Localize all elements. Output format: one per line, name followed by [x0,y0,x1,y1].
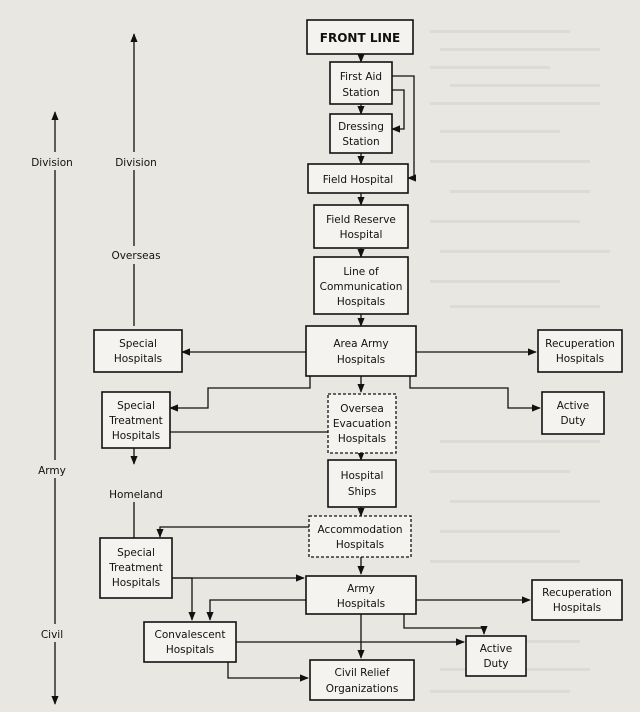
inner-axis-labels: Division Overseas Homeland [104,152,168,502]
box-oversea-evacuation-hospitals: Oversea Evacuation Hospitals [327,393,397,454]
svg-text:Special: Special [119,338,157,350]
svg-text:Duty: Duty [483,658,508,670]
svg-text:Recuperation: Recuperation [545,338,615,350]
box-line-of-communication-hospitals: Line of Communication Hospitals [313,256,409,315]
box-field-hospital: Field Hospital [307,163,409,194]
svg-text:Duty: Duty [560,415,585,427]
svg-text:First Aid: First Aid [340,71,382,83]
connectors [51,33,541,705]
svg-text:Oversea: Oversea [340,403,384,415]
svg-text:Field Hospital: Field Hospital [323,174,393,186]
box-recuperation-hospitals-overseas: Recuperation Hospitals [537,329,623,373]
label-division-inner: Division [115,157,157,169]
svg-text:Recuperation: Recuperation [542,587,612,599]
svg-text:Hospitals: Hospitals [166,644,214,656]
svg-text:Hospitals: Hospitals [112,577,160,589]
label-overseas: Overseas [111,250,160,262]
svg-text:Hospitals: Hospitals [336,539,384,551]
svg-text:Ships: Ships [348,486,376,498]
svg-text:Evacuation: Evacuation [333,418,391,430]
box-special-hospitals: Special Hospitals [93,329,183,373]
svg-text:Active: Active [557,400,589,412]
svg-text:Civil Relief: Civil Relief [335,667,390,679]
box-active-duty-overseas: Active Duty [541,391,605,435]
box-dressing-station: Dressing Station [329,113,393,154]
box-active-duty-homeland: Active Duty [465,635,527,677]
svg-text:Hospitals: Hospitals [553,602,601,614]
svg-text:Hospitals: Hospitals [337,598,385,610]
label-division-left: Division [31,157,73,169]
svg-text:Station: Station [342,136,379,148]
svg-text:Communication: Communication [320,281,403,293]
box-special-treatment-hospitals-overseas: Special Treatment Hospitals [101,391,171,449]
box-field-reserve-hospital: Field Reserve Hospital [313,204,409,249]
svg-text:Convalescent: Convalescent [155,629,226,641]
box-area-army-hospitals: Area Army Hospitals [305,325,417,377]
svg-text:FRONT LINE: FRONT LINE [320,31,400,45]
svg-text:Special: Special [117,400,155,412]
svg-text:Treatment: Treatment [108,415,162,427]
box-accommodation-hospitals: Accommodation Hospitals [308,515,412,558]
svg-text:Hospitals: Hospitals [338,433,386,445]
box-front-line: FRONT LINE [306,19,414,55]
box-civil-relief-organizations: Civil Relief Organizations [309,659,415,701]
svg-text:Hospitals: Hospitals [337,354,385,366]
svg-text:Organizations: Organizations [326,683,399,695]
box-first-aid-station: First Aid Station [329,61,393,105]
svg-text:Accommodation: Accommodation [317,524,402,536]
svg-text:Field Reserve: Field Reserve [326,214,396,226]
svg-text:Hospitals: Hospitals [112,430,160,442]
svg-text:Army: Army [347,583,375,595]
box-army-hospitals: Army Hospitals [305,575,417,615]
svg-text:Dressing: Dressing [338,121,384,133]
left-axis-labels: Division Army Civil [24,152,80,642]
box-recuperation-hospitals-homeland: Recuperation Hospitals [531,579,623,621]
svg-text:Station: Station [342,87,379,99]
svg-text:Active: Active [480,643,512,655]
svg-text:Hospitals: Hospitals [337,296,385,308]
svg-text:Line of: Line of [343,266,379,278]
svg-text:Hospitals: Hospitals [556,353,604,365]
label-homeland: Homeland [109,489,163,501]
svg-text:Hospitals: Hospitals [114,353,162,365]
svg-text:Hospital: Hospital [341,470,384,482]
svg-text:Treatment: Treatment [108,562,162,574]
label-civil-left: Civil [41,629,63,641]
svg-text:Area Army: Area Army [333,338,388,350]
box-convalescent-hospitals: Convalescent Hospitals [143,621,237,663]
box-special-treatment-hospitals-homeland: Special Treatment Hospitals [99,537,173,599]
svg-text:Hospital: Hospital [340,229,383,241]
box-hospital-ships: Hospital Ships [327,459,397,508]
label-army-left: Army [38,465,66,477]
svg-text:Special: Special [117,547,155,559]
